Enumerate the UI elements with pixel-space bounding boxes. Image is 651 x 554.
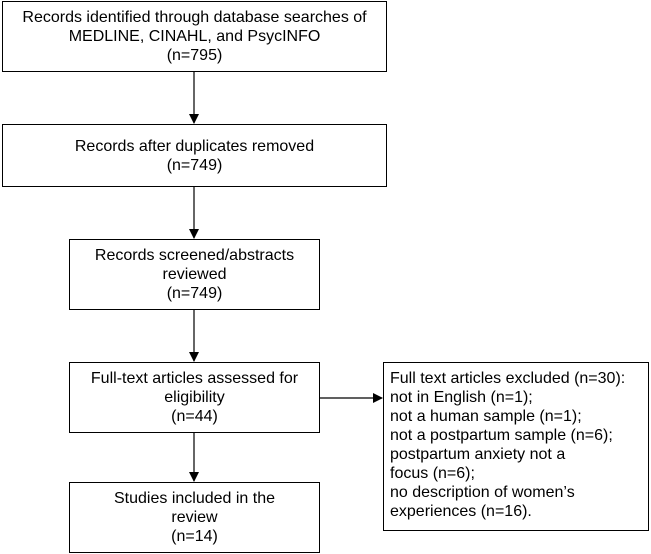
excluded-reason: not a human sample (n=1); <box>390 408 582 425</box>
excluded-reason: no description of women’s <box>390 484 575 501</box>
box-text-line: MEDLINE, CINAHL, and PsycINFO <box>68 28 321 45</box>
box-count: (n=44) <box>171 408 218 425</box>
box-text-line: Records screened/abstracts <box>94 247 295 264</box>
box-text-line: Records after duplicates removed <box>74 137 315 155</box>
box-count: (n=749) <box>166 156 223 174</box>
box-count: (n=749) <box>166 285 223 302</box>
records-after-duplicates-box: Records after duplicates removed (n=749) <box>2 124 387 187</box>
excluded-reason: experiences (n=16). <box>390 503 532 520</box>
box-text-line: Records identified through database sear… <box>22 9 367 26</box>
excluded-reason: not in English (n=1); <box>390 389 533 406</box>
excluded-reason: postpartum anxiety not a <box>390 446 566 463</box>
box-count: (n=14) <box>171 528 218 545</box>
excluded-heading: Full text articles excluded (n=30): <box>390 370 626 387</box>
records-identified-box: Records identified through database sear… <box>2 1 387 72</box>
box-text-line: Full-text articles assessed for <box>90 370 299 387</box>
studies-included-box: Studies included in the review (n=14) <box>69 482 320 553</box>
full-text-assessed-box: Full-text articles assessed for eligibil… <box>69 362 320 433</box>
excluded-reason: not a postpartum sample (n=6); <box>390 427 613 444</box>
box-text-line: eligibility <box>164 389 225 406</box>
box-text-line: reviewed <box>162 266 227 283</box>
box-text-line: Studies included in the <box>114 490 275 507</box>
box-text-line: review <box>171 509 218 526</box>
excluded-reason: focus (n=6); <box>390 465 475 482</box>
box-count: (n=795) <box>166 47 223 64</box>
full-text-excluded-box: Full text articles excluded (n=30): not … <box>383 362 649 531</box>
records-screened-box: Records screened/abstracts reviewed (n=7… <box>69 239 320 310</box>
